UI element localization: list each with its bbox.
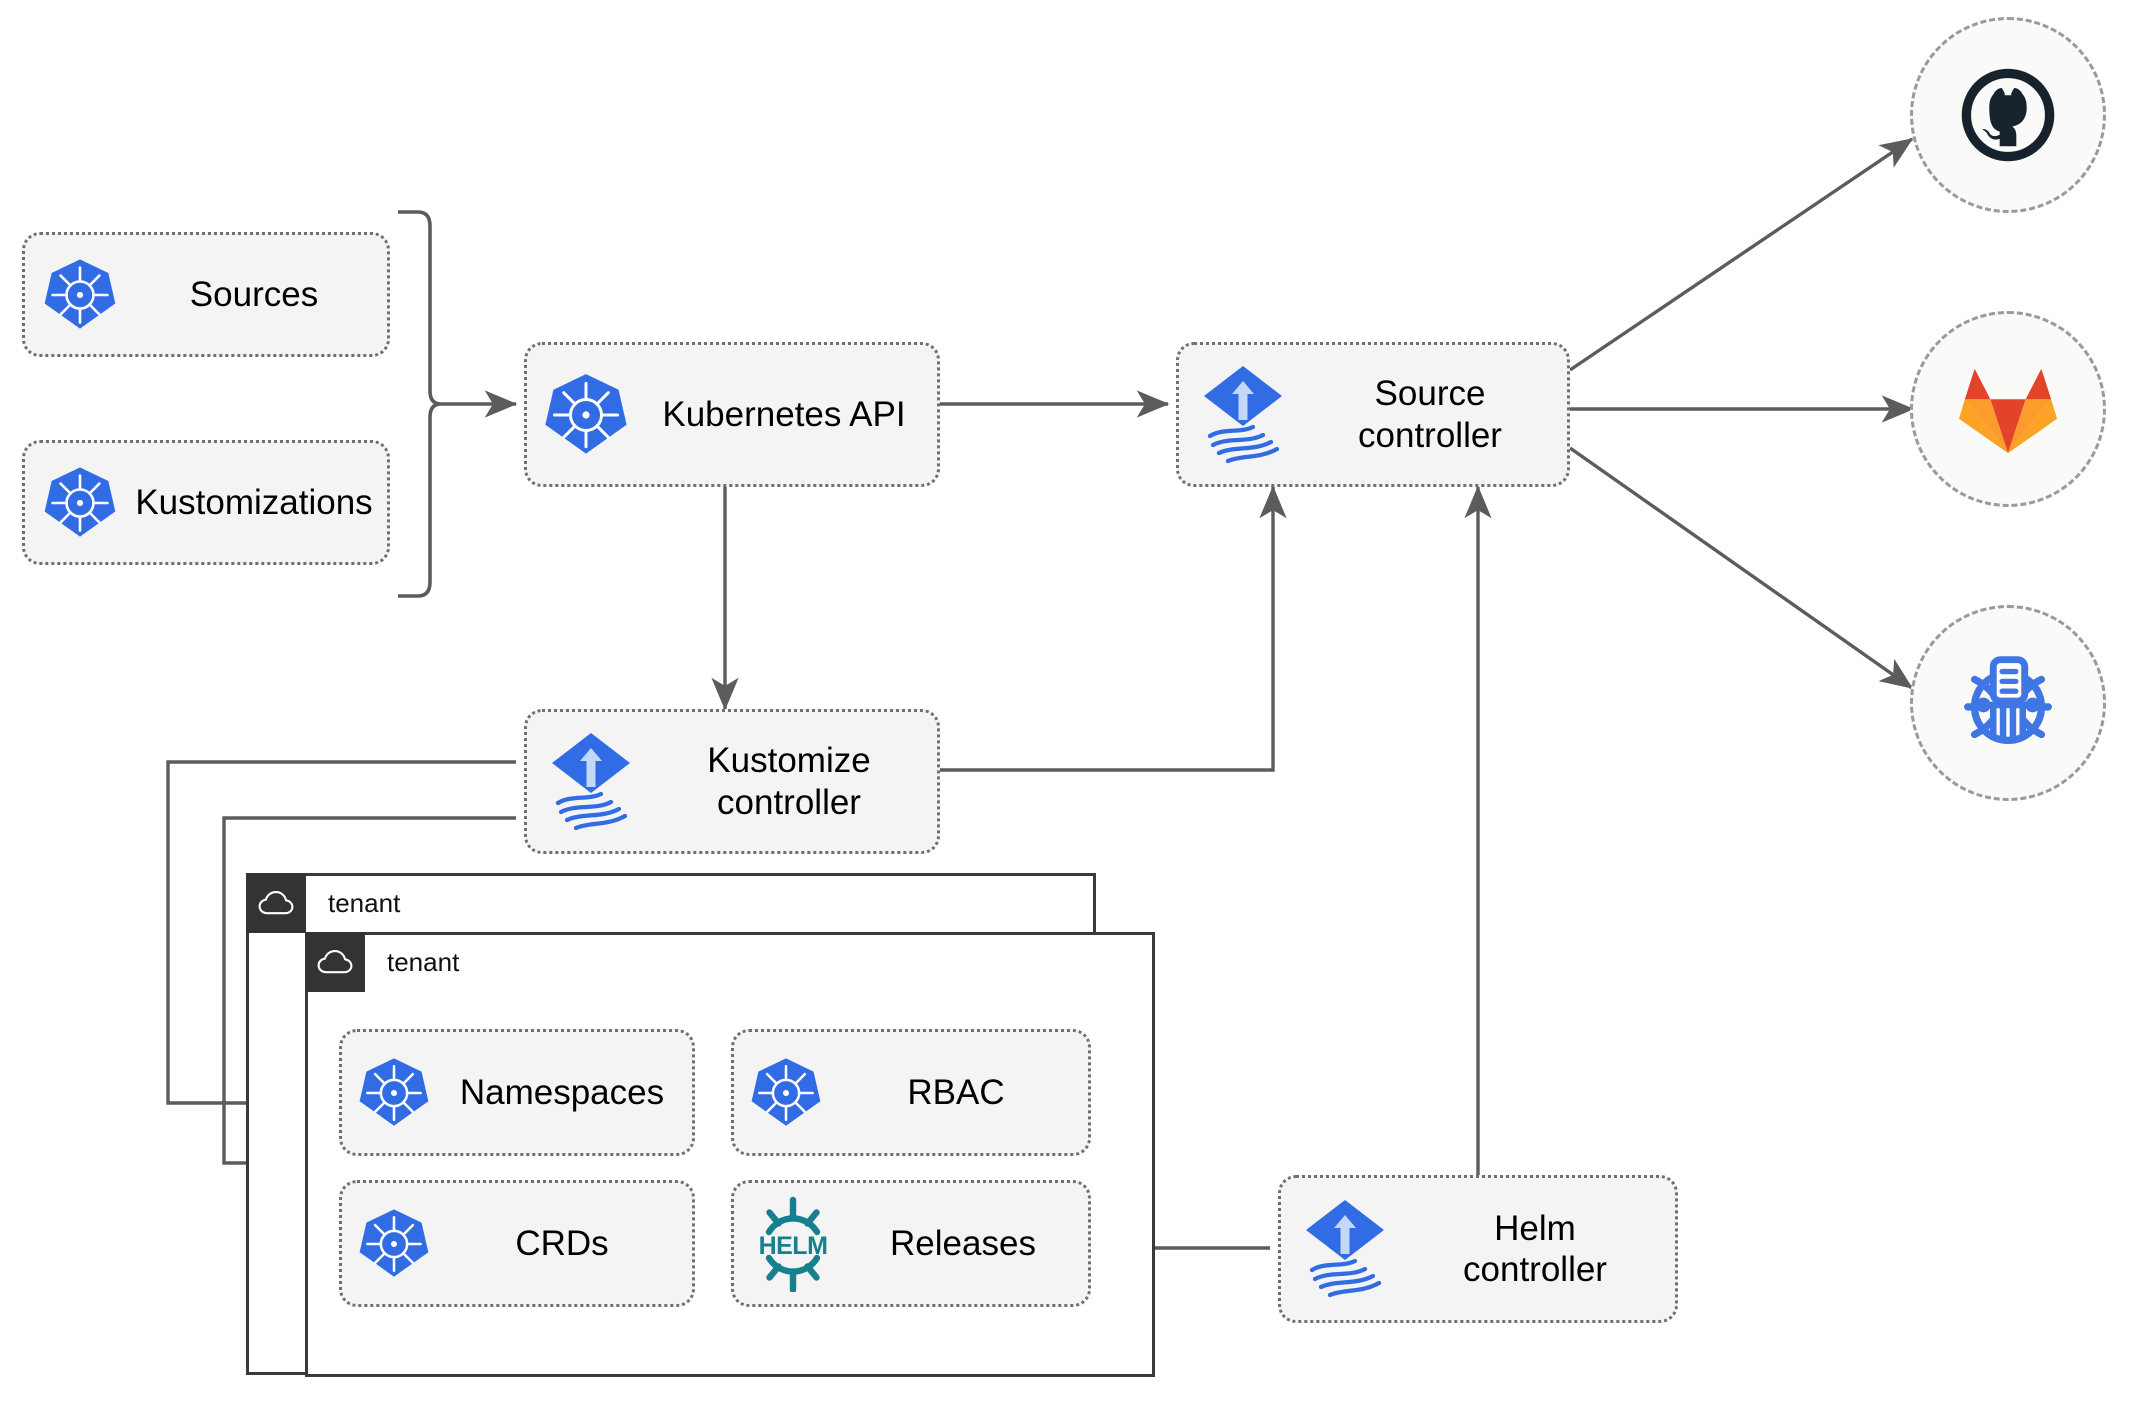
kubernetes-icon bbox=[342, 1205, 446, 1283]
flux-icon bbox=[1179, 363, 1307, 467]
node-rbac[interactable]: RBAC bbox=[731, 1029, 1091, 1156]
kubernetes-icon bbox=[342, 1054, 446, 1132]
helm-icon: HELM bbox=[734, 1196, 852, 1292]
flux-icon bbox=[527, 730, 655, 834]
wire-resources-bracket bbox=[398, 210, 442, 598]
node-label: Releases bbox=[890, 1223, 1036, 1263]
kubernetes-icon bbox=[25, 255, 135, 335]
node-label: Kubernetes API bbox=[662, 394, 906, 434]
node-label: RBAC bbox=[907, 1072, 1005, 1112]
tenant-label-back: tenant bbox=[328, 887, 401, 918]
node-label: CRDs bbox=[515, 1223, 609, 1263]
tenant-header-back: tenant bbox=[246, 873, 400, 933]
node-namespaces[interactable]: Namespaces bbox=[339, 1029, 695, 1156]
node-github[interactable] bbox=[1910, 17, 2106, 213]
node-releases[interactable]: HELM Releases bbox=[731, 1180, 1091, 1307]
node-kustomizations[interactable]: Kustomizations bbox=[22, 440, 390, 565]
cloud-icon bbox=[305, 932, 365, 992]
node-label: Namespaces bbox=[459, 1072, 665, 1112]
kubernetes-icon bbox=[734, 1054, 838, 1132]
node-label: Helm controller bbox=[1463, 1208, 1607, 1289]
node-gitlab[interactable] bbox=[1910, 311, 2106, 507]
helm-repository-icon bbox=[1964, 656, 2052, 745]
flux-icon bbox=[1281, 1197, 1409, 1301]
node-label: Sources bbox=[189, 274, 319, 314]
tenant-label-front: tenant bbox=[387, 946, 460, 977]
node-label: Kustomizations bbox=[135, 482, 373, 522]
cloud-icon bbox=[246, 873, 306, 933]
gitlab-icon bbox=[1958, 368, 2058, 454]
node-label: Source controller bbox=[1358, 374, 1502, 455]
node-label: Kustomize controller bbox=[707, 741, 871, 822]
helm-wordmark: HELM bbox=[759, 1232, 828, 1260]
node-helm-repository[interactable] bbox=[1910, 605, 2106, 801]
node-sources[interactable]: Sources bbox=[22, 232, 390, 357]
wire-source-controller-to-helm-repository bbox=[1569, 446, 1914, 690]
kubernetes-icon bbox=[25, 463, 135, 543]
node-kustomize-controller[interactable]: Kustomize controller bbox=[524, 709, 940, 854]
wire-source-controller-to-github bbox=[1569, 137, 1914, 372]
tenant-header-front: tenant bbox=[305, 932, 459, 992]
node-kubernetes-api[interactable]: Kubernetes API bbox=[524, 342, 940, 487]
node-source-controller[interactable]: Source controller bbox=[1176, 342, 1570, 487]
kubernetes-icon bbox=[527, 369, 645, 461]
wire-kustomize-controller-to-source-controller bbox=[940, 485, 1287, 772]
github-icon bbox=[1961, 68, 2055, 162]
node-crds[interactable]: CRDs bbox=[339, 1180, 695, 1307]
wire-kustomize-controller-to-tenant-back bbox=[166, 760, 516, 1117]
node-helm-controller[interactable]: Helm controller bbox=[1278, 1175, 1678, 1323]
